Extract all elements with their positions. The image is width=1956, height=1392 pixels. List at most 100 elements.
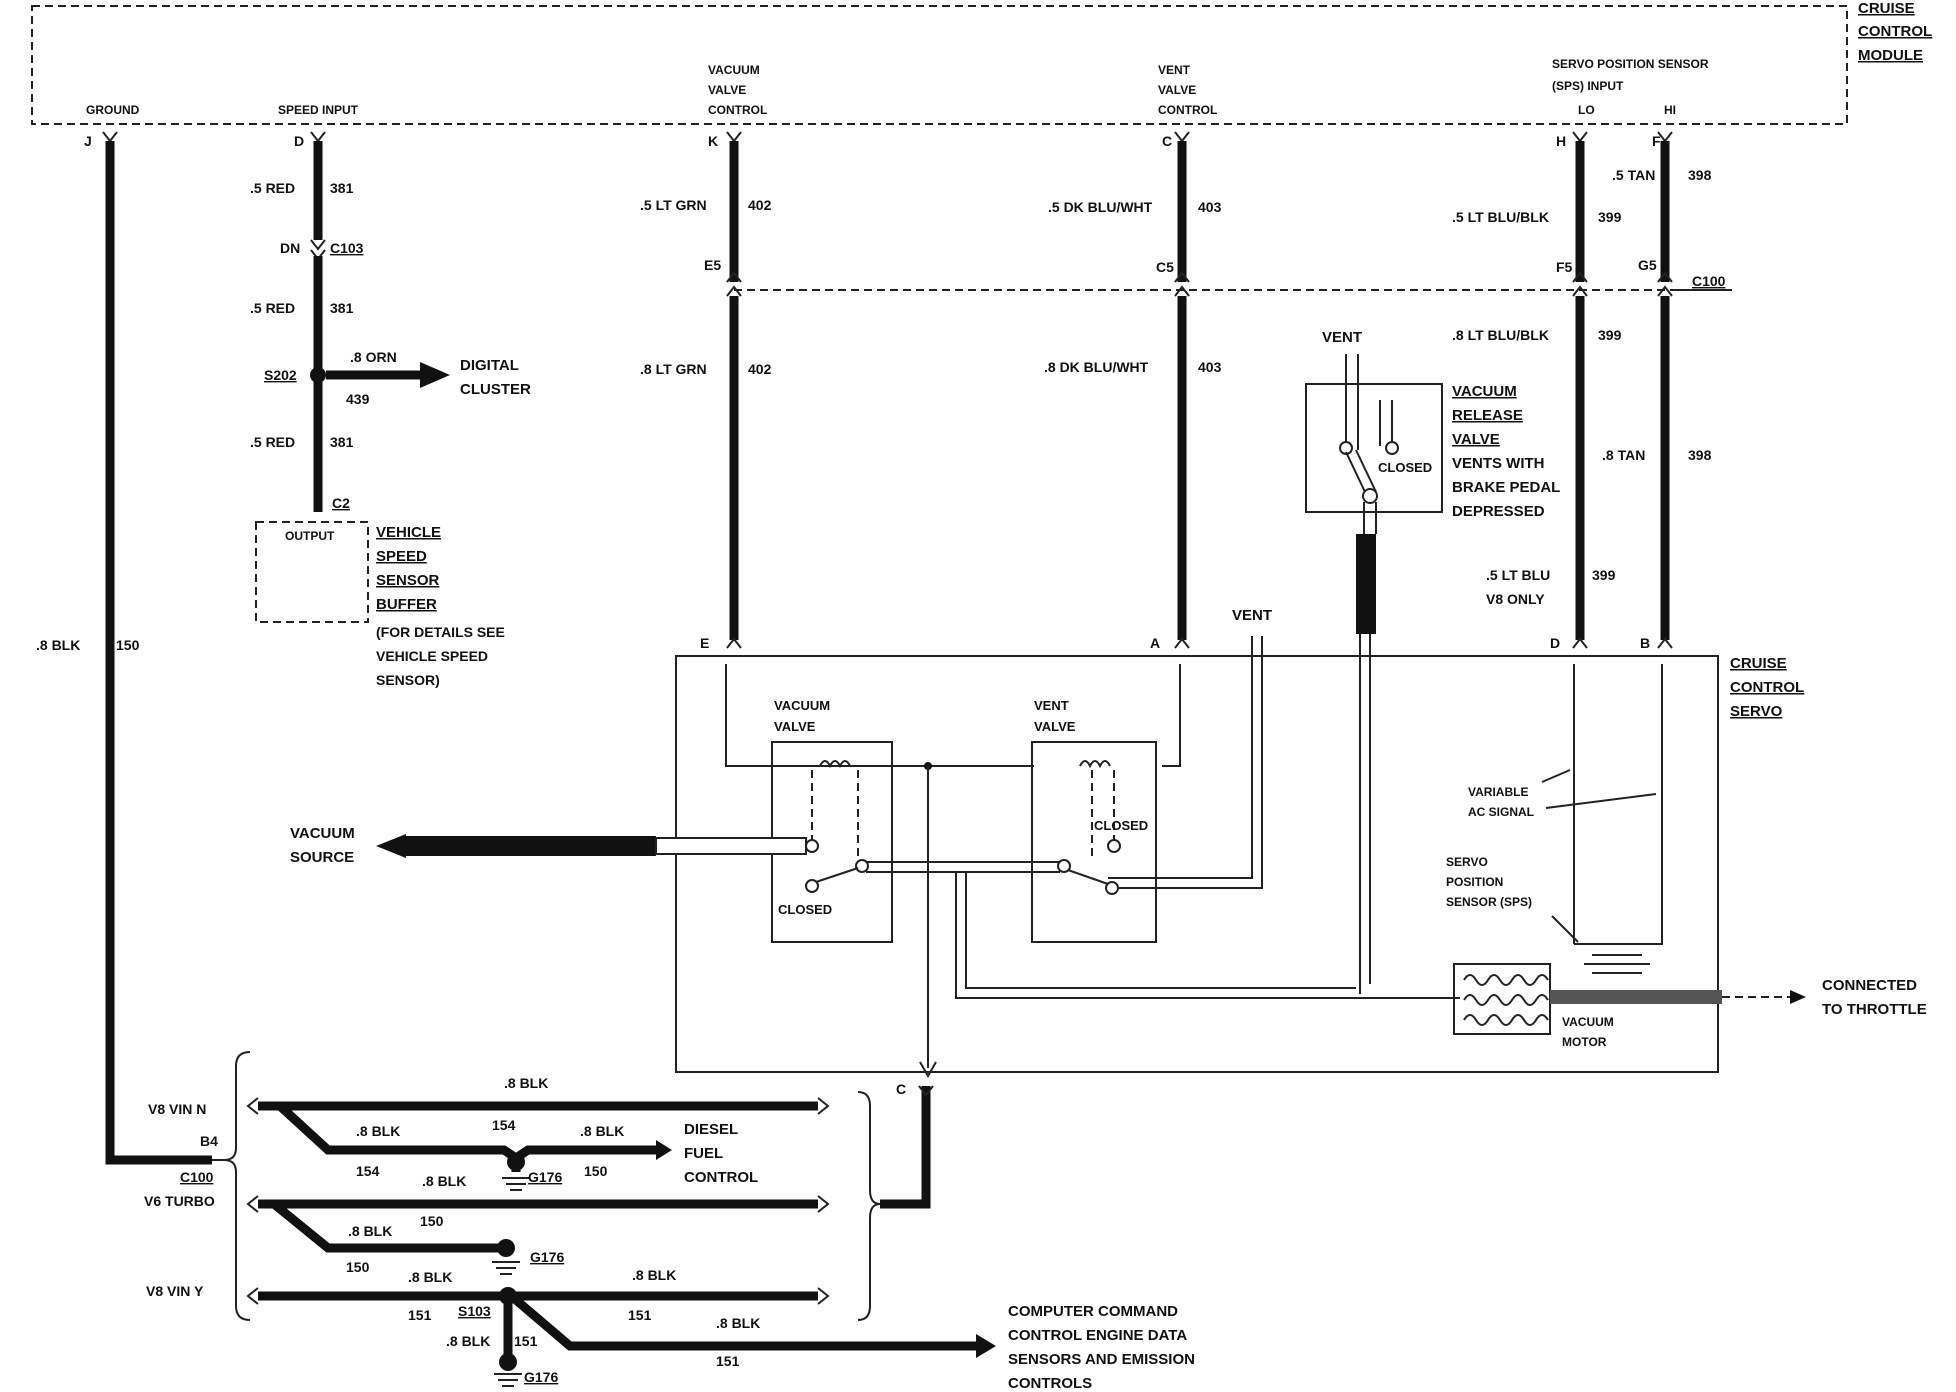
vacuum-source-label-1: VACUUM — [290, 825, 355, 842]
sps-hi-upper-color: .5 TAN — [1612, 167, 1655, 183]
sps-label-3: SENSOR (SPS) — [1446, 895, 1532, 909]
pin-label-ground: GROUND — [86, 103, 140, 117]
y-blk-lower: .8 BLK — [716, 1315, 760, 1331]
computer-label-1: COMPUTER COMMAND — [1008, 1303, 1178, 1320]
ground-wire-150: .8 BLK 150 — [36, 141, 212, 1165]
pin-label-vacuum-valve-3: CONTROL — [708, 103, 767, 117]
pin-label-hi: HI — [1664, 103, 1676, 117]
release-note-2: BRAKE PEDAL — [1452, 479, 1560, 496]
speed-connector-c103: C103 — [330, 240, 364, 256]
ground-right-brace — [857, 1091, 881, 1321]
pin-label-sps-1: SERVO POSITION SENSOR — [1552, 57, 1709, 71]
sps-label-1: SERVO — [1446, 855, 1488, 869]
terminal-h: H — [1556, 133, 1566, 149]
y-151-down: 151 — [514, 1333, 538, 1349]
digital-cluster-arrow — [420, 362, 450, 388]
g176-a-label: G176 — [528, 1169, 562, 1185]
terminal-j: J — [84, 133, 92, 149]
n-154-top: 154 — [492, 1117, 516, 1133]
n-blk-right: .8 BLK — [580, 1123, 624, 1139]
pin-label-vent-valve-2: VALVE — [1158, 83, 1196, 97]
digital-cluster-line-1: DIGITAL — [460, 357, 519, 374]
computer-label-2: CONTROL ENGINE DATA — [1008, 1327, 1187, 1344]
buffer-name-3: SENSOR — [376, 572, 440, 589]
servo-name-3: SERVO — [1730, 703, 1783, 720]
ground-distribution: V8 VIN N B4 C100 V6 TURBO V8 VIN Y C .8 … — [144, 1051, 1195, 1392]
g176-b-ground-symbol — [492, 1261, 520, 1275]
g176-c-ground-symbol — [494, 1373, 522, 1387]
y-blk-right: .8 BLK — [632, 1267, 676, 1283]
c100-label: C100 — [1692, 273, 1726, 289]
buffer-note-1: (FOR DETAILS SEE — [376, 624, 505, 640]
speed-mid-color: .5 RED — [250, 300, 295, 316]
vent-valve-port-left — [1057, 859, 1071, 873]
vacuum-motor-label-2: MOTOR — [1562, 1035, 1607, 1049]
vent-valve-label-1: VENT — [1034, 698, 1069, 713]
module-name-line-3: MODULE — [1858, 47, 1923, 64]
vacuum-valve-port-top — [805, 839, 819, 853]
servo-pin-d: D — [1550, 635, 1560, 651]
n-blk-left: .8 BLK — [356, 1123, 400, 1139]
sps-lo-conn-pin-f5: F5 — [1556, 259, 1573, 275]
terminal-f: F — [1652, 133, 1661, 149]
cruise-control-module: CRUISE CONTROL MODULE GROUND SPEED INPUT… — [31, 0, 1932, 149]
release-note-1: VENTS WITH — [1452, 455, 1545, 472]
release-pivot-right — [1385, 441, 1399, 455]
release-valve-seat — [1362, 488, 1378, 504]
pin-label-vacuum-valve-2: VALVE — [708, 83, 746, 97]
servo-pin-b: B — [1640, 635, 1650, 651]
t-150-top: 150 — [420, 1213, 444, 1229]
ground-wire-color: .8 BLK — [36, 637, 80, 653]
g176-b-ground-dot — [497, 1239, 515, 1257]
vacuum-motor-spring-3 — [1463, 1014, 1549, 1026]
servo-name-1: CRUISE — [1730, 655, 1787, 672]
vacuum-source-label-2: SOURCE — [290, 849, 354, 866]
vacuum-conn-pin-e5: E5 — [704, 257, 721, 273]
pin-label-lo: LO — [1578, 103, 1595, 117]
vent-valve-port-bottom — [1105, 881, 1119, 895]
n-154-bottom: 154 — [356, 1163, 380, 1179]
sps-label-2: POSITION — [1446, 875, 1503, 889]
buffer-name-4: BUFFER — [376, 596, 437, 613]
vent-valve-closed-label: CLOSED — [1094, 818, 1148, 833]
release-valve-box — [1305, 383, 1443, 513]
vacuum-valve-port-bottom — [805, 879, 819, 893]
digital-cluster-line-2: CLUSTER — [460, 381, 531, 398]
n-blk-mid: .8 BLK — [422, 1173, 466, 1189]
vacuum-lower-color: .8 LT GRN — [640, 361, 707, 377]
g176-c-ground-dot — [499, 1353, 517, 1371]
computer-label-4: CONTROLS — [1008, 1375, 1092, 1392]
module-name-line-1: CRUISE — [1858, 0, 1915, 17]
computer-label-3: SENSORS AND EMISSION — [1008, 1351, 1195, 1368]
y-151-lower: 151 — [716, 1353, 740, 1369]
pin-label-sps-2: (SPS) INPUT — [1552, 79, 1624, 93]
servo-ground-pin-c: C — [896, 1081, 906, 1097]
vacuum-source-arrow — [376, 834, 406, 858]
branch-color: .8 ORN — [350, 349, 397, 365]
sps-lo-lower-color: .8 LT BLU/BLK — [1452, 327, 1549, 343]
sps-hi-circuit: .5 TAN 398 G5 .8 TAN 398 B — [1602, 141, 1712, 651]
release-note-3: DEPRESSED — [1452, 503, 1545, 520]
splice-s202-dot — [310, 367, 326, 383]
sps-hi-lower-color: .8 TAN — [1602, 447, 1645, 463]
speed-input-circuit: .5 RED 381 DN C103 .5 RED 381 S202 .8 OR… — [250, 141, 531, 688]
t-blk: .8 BLK — [348, 1223, 392, 1239]
speed-connector-pin: DN — [280, 240, 300, 256]
t-150-bottom: 150 — [346, 1259, 370, 1275]
buffer-output-label: OUTPUT — [285, 529, 335, 543]
release-name-3: VALVE — [1452, 431, 1500, 448]
vacuum-release-valve: VENT CLOSED VACUUM RELEASE VALVE VENTS W… — [1305, 329, 1560, 994]
servo-housing — [675, 655, 1719, 1073]
sps-lo-upper-color: .5 LT BLU/BLK — [1452, 209, 1549, 225]
ground-wire-number: 150 — [116, 637, 140, 653]
pin-label-vent-valve-1: VENT — [1158, 63, 1191, 77]
splice-s202-label: S202 — [264, 367, 297, 383]
buffer-pin-c2: C2 — [332, 495, 350, 511]
throttle-arrow — [1790, 990, 1806, 1004]
pin-label-vent-valve-3: CONTROL — [1158, 103, 1217, 117]
pin-label-vacuum-valve-1: VACUUM — [708, 63, 760, 77]
terminal-c: C — [1162, 133, 1172, 149]
vent-lower-number: 403 — [1198, 359, 1222, 375]
vehicle-speed-sensor-buffer-box — [255, 521, 369, 623]
vent-conn-pin-c5: C5 — [1156, 259, 1174, 275]
